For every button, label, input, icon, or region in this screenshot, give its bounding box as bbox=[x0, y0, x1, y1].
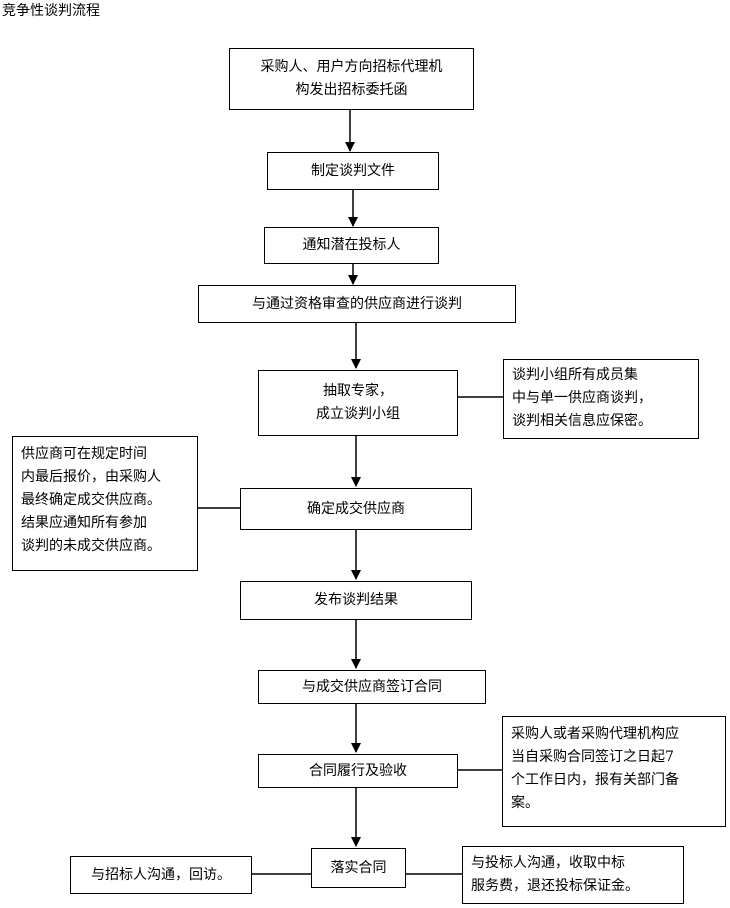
note-panel-confidentiality-line3: 谈判相关信息应保密。 bbox=[512, 413, 652, 429]
note-filing-line1: 采购人或者采购代理机构应 bbox=[511, 726, 679, 742]
step-notify-bidders: 通知潜在投标人 bbox=[264, 227, 439, 264]
note-followup: 与招标人沟通，回访。 bbox=[70, 856, 252, 894]
note-service-fee-line1: 与投标人沟通，收取中标 bbox=[471, 855, 625, 871]
note-final-quote: 供应商可在规定时间 内最后报价，由采购人 最终确定成交供应商。 结果应通知所有参… bbox=[12, 436, 198, 571]
note-filing-line3: 个工作日内，报有关部门备 bbox=[511, 772, 679, 788]
step-form-panel-line1: 抽取专家， bbox=[323, 383, 393, 399]
step-implement-contract-label: 落实合同 bbox=[330, 859, 387, 876]
note-panel-confidentiality-line2: 中与单一供应商谈判， bbox=[512, 390, 652, 406]
note-followup-line1: 与招标人沟通，回访。 bbox=[91, 866, 231, 883]
step-negotiate: 与通过资格审查的供应商进行谈判 bbox=[198, 285, 516, 323]
note-final-quote-line1: 供应商可在规定时间 bbox=[21, 446, 147, 462]
note-filing-line2: 当自采购合同签订之日起7 bbox=[511, 749, 674, 765]
note-final-quote-line5: 谈判的未成交供应商。 bbox=[21, 538, 161, 554]
step-select-supplier-label: 确定成交供应商 bbox=[307, 500, 405, 517]
page-title: 竞争性谈判流程 bbox=[2, 3, 100, 19]
step-form-panel-line2: 成立谈判小组 bbox=[316, 406, 400, 422]
step-draft-documents-label: 制定谈判文件 bbox=[311, 162, 395, 179]
note-final-quote-line2: 内最后报价，由采购人 bbox=[21, 469, 161, 485]
step-entrust-letter: 采购人、用户方向招标代理机 构发出招标委托函 bbox=[229, 48, 474, 110]
note-final-quote-line4: 结果应通知所有参加 bbox=[21, 515, 147, 531]
note-service-fee-line2: 服务费，退还投标保证金。 bbox=[471, 878, 639, 894]
note-filing: 采购人或者采购代理机构应 当自采购合同签订之日起7 个工作日内，报有关部门备 案… bbox=[502, 716, 726, 827]
step-publish-result: 发布谈判结果 bbox=[240, 581, 472, 620]
note-filing-line4: 案。 bbox=[511, 795, 539, 811]
step-publish-result-label: 发布谈判结果 bbox=[314, 592, 398, 608]
step-notify-bidders-label: 通知潜在投标人 bbox=[302, 237, 401, 253]
step-draft-documents: 制定谈判文件 bbox=[267, 152, 439, 190]
note-panel-confidentiality-line1: 谈判小组所有成员集 bbox=[512, 367, 638, 383]
step-select-supplier: 确定成交供应商 bbox=[240, 488, 472, 530]
step-sign-contract: 与成交供应商签订合同 bbox=[258, 670, 486, 704]
step-acceptance-label: 合同履行及验收 bbox=[309, 762, 407, 779]
note-panel-confidentiality: 谈判小组所有成员集 中与单一供应商谈判， 谈判相关信息应保密。 bbox=[503, 359, 699, 439]
step-entrust-letter-line2: 构发出招标委托函 bbox=[295, 82, 408, 98]
step-acceptance: 合同履行及验收 bbox=[258, 754, 458, 788]
step-implement-contract: 落实合同 bbox=[311, 848, 406, 888]
note-service-fee: 与投标人沟通，收取中标 服务费，退还投标保证金。 bbox=[462, 846, 684, 904]
step-entrust-letter-line1: 采购人、用户方向招标代理机 bbox=[260, 59, 443, 75]
step-form-panel: 抽取专家， 成立谈判小组 bbox=[258, 370, 458, 436]
note-final-quote-line3: 最终确定成交供应商。 bbox=[21, 492, 161, 508]
step-negotiate-label: 与通过资格审查的供应商进行谈判 bbox=[252, 295, 462, 312]
step-sign-contract-label: 与成交供应商签订合同 bbox=[302, 678, 442, 695]
